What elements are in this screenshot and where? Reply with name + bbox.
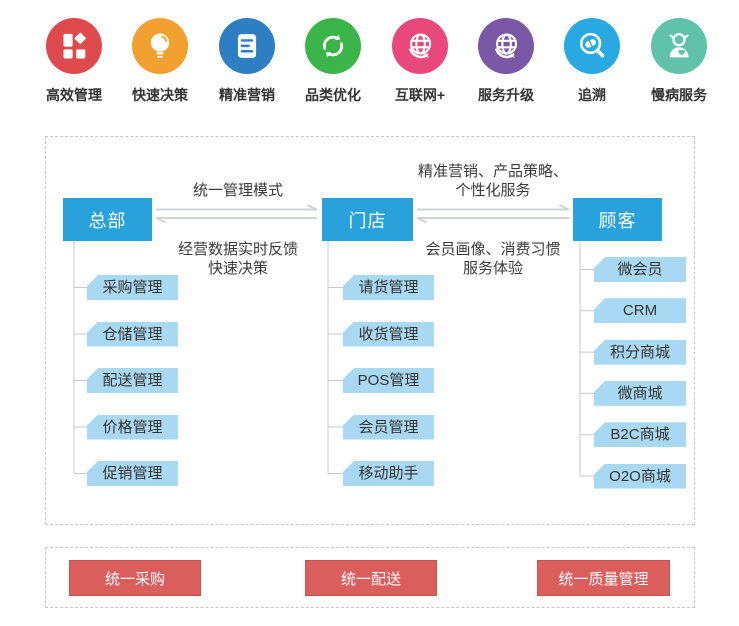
hq-item-purchasing: 采购管理: [87, 275, 178, 300]
feature-circle: [305, 18, 361, 74]
globe-arrow-icon: [494, 33, 518, 59]
hq-item-promotion: 促销管理: [87, 461, 178, 486]
link1-bottom-label: 经营数据实时反馈 快速决策: [133, 240, 343, 278]
link1-bottom-line1: 经营数据实时反馈: [177, 241, 298, 258]
node-store: 门店: [322, 198, 413, 241]
flow-panel: 总部 门店 顾客 统一管理模式 经营数据实时反馈 快速决策 精准营销、产品策略、…: [45, 136, 695, 525]
hq-item-distribution: 配送管理: [87, 368, 178, 393]
magnifier-pill-icon: [579, 32, 605, 58]
feature-label: 互联网+: [394, 87, 446, 103]
feature-label: 品类优化: [305, 87, 361, 103]
customer-item-wechat-member: 微会员: [594, 257, 686, 282]
hq-item-pricing: 价格管理: [87, 414, 178, 440]
feature-circle: [651, 18, 707, 74]
link2-bottom-label: 会员画像、消费习惯 服务体验: [388, 240, 598, 278]
feature-label: 精准营销: [219, 87, 275, 103]
feature-circle: [219, 18, 275, 74]
feature-label: 高效管理: [46, 87, 102, 103]
feature-internet-plus: 互联网+: [377, 18, 463, 105]
feature-label: 快速决策: [132, 87, 188, 103]
feature-circle: [392, 18, 448, 74]
link2-bottom-line1: 会员画像、消费习惯: [425, 241, 561, 258]
feature-efficient-management: 高效管理: [31, 18, 117, 105]
unified-distribution-button: 统一配送: [305, 560, 437, 596]
link1-top-label: 统一管理模式: [133, 181, 343, 200]
store-item-pos: POS管理: [343, 368, 434, 393]
link2-top-label: 精准营销、产品策略、 个性化服务: [388, 162, 598, 200]
feature-precision-marketing: 精准营销: [204, 18, 290, 105]
feature-circle: [132, 18, 188, 74]
store-item-membership: 会员管理: [343, 414, 434, 440]
feature-label: 追溯: [578, 87, 606, 103]
document-icon: [237, 34, 257, 58]
store-item-receiving: 收货管理: [343, 321, 434, 347]
grid-icon: [63, 32, 87, 59]
feature-chronic-disease-service: 慢病服务: [636, 18, 722, 105]
globe-arrow-icon: [408, 33, 432, 59]
feature-quick-decision: 快速决策: [117, 18, 203, 105]
feature-traceability: 追溯: [549, 18, 635, 105]
customer-item-wechat-mall: 微商城: [594, 380, 686, 406]
feature-label: 慢病服务: [651, 87, 707, 103]
link2-bottom-line2: 服务体验: [462, 260, 523, 277]
feature-circle: [46, 18, 102, 74]
bulb-icon: [150, 33, 170, 58]
customer-item-crm: CRM: [594, 298, 686, 324]
store-item-requisition: 请货管理: [343, 275, 434, 300]
unified-procurement-button: 统一采购: [69, 560, 201, 596]
node-customer: 顾客: [573, 198, 662, 241]
node-headquarters: 总部: [63, 198, 152, 241]
footer-panel: 统一采购 统一配送 统一质量管理: [45, 547, 695, 608]
link2-top-line2: 个性化服务: [455, 182, 531, 199]
unified-quality-management-button: 统一质量管理: [537, 560, 670, 596]
refresh-icon: [322, 34, 344, 58]
feature-label: 服务升级: [478, 87, 534, 103]
feature-category-optimization: 品类优化: [290, 18, 376, 105]
hq-item-warehousing: 仓储管理: [87, 321, 178, 347]
link1-top-line1: 统一管理模式: [192, 182, 283, 199]
feature-service-upgrade: 服务升级: [463, 18, 549, 105]
feature-circle: [564, 18, 620, 74]
person-heart-icon: [669, 33, 689, 58]
store-item-mobile-assistant: 移动助手: [343, 461, 434, 486]
link2-top-line1: 精准营销、产品策略、: [417, 163, 568, 180]
link1-bottom-line2: 快速决策: [207, 260, 268, 277]
customer-item-points-mall: 积分商城: [594, 339, 686, 365]
feature-circle: [478, 18, 534, 74]
customer-item-b2c-mall: B2C商城: [594, 422, 686, 448]
customer-item-o2o-mall: O2O商城: [594, 463, 686, 489]
